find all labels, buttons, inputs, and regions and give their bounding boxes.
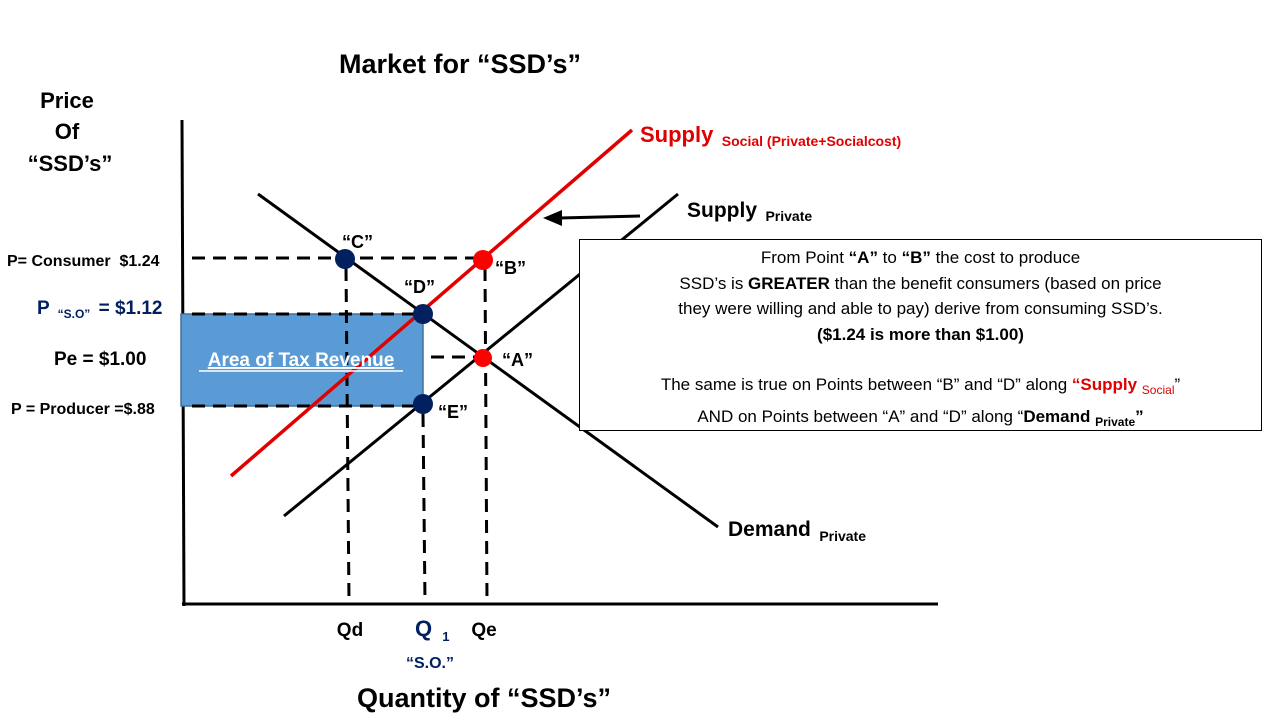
y-axis-label-1: Price [40, 88, 94, 113]
price-consumer-label: P= Consumer $1.24 [7, 253, 160, 270]
supply-social-curve [229, 128, 634, 478]
q1-sub: 1 [442, 629, 449, 644]
price-so-main: P [37, 298, 50, 319]
guide-qe [483, 267, 489, 603]
point-e-label: “E” [438, 402, 468, 422]
point-c-marker [335, 249, 355, 269]
supply-social-sub: Social (Private+Socialcost) [722, 133, 901, 149]
q1-main: Q [415, 616, 432, 641]
arrow-shaft [559, 214, 641, 220]
qd-label: Qd [337, 620, 363, 641]
point-b-label: “B” [495, 258, 526, 278]
point-a-marker [474, 349, 492, 367]
guide-q1 [421, 413, 427, 603]
price-so-sub: “S.O” [58, 307, 91, 321]
tax-revenue-area [180, 313, 424, 407]
supply-private-main: Supply [687, 199, 757, 222]
explanation-box: From Point “A” to “B” the cost to produc… [579, 239, 1262, 431]
demand-sub: Private [819, 528, 866, 544]
note-line-6: AND on Points between “A” and “D” along … [697, 406, 1144, 429]
point-d-marker [413, 304, 433, 324]
note-line-2: SSD’s is GREATER than the benefit consum… [679, 273, 1162, 293]
point-a-label: “A” [502, 350, 533, 370]
price-so-label: P “S.O” = $1.12 [37, 298, 163, 323]
guide-qd [344, 267, 351, 603]
y-axis-label-2: Of [55, 119, 80, 144]
point-b-marker [473, 250, 493, 270]
supply-social-main: Supply [640, 122, 714, 147]
q1-label: Q 1 [415, 616, 449, 644]
supply-social-label: Supply Social (Private+Socialcost) [640, 122, 901, 149]
note-line-5: The same is true on Points between “B” a… [660, 375, 1181, 397]
tax-area-label: Area of Tax Revenue [208, 350, 395, 371]
point-d-label: “D” [404, 277, 435, 297]
note-line-1: From Point “A” to “B” the cost to produc… [760, 248, 1081, 267]
so-quantity-label: “S.O.” [406, 655, 454, 672]
supply-private-label: Supply Private [687, 199, 812, 224]
chart-title: Market for “SSD’s” [339, 49, 581, 79]
price-so-value: = $1.12 [99, 298, 163, 319]
note-line-3: they were willing and able to pay) deriv… [678, 299, 1163, 318]
price-equilibrium-label: Pe = $1.00 [54, 349, 146, 370]
note-line-4: ($1.24 is more than $1.00) [817, 324, 1024, 344]
x-axis-label: Quantity of “SSD’s” [357, 683, 611, 713]
demand-private-label: Demand Private [728, 518, 866, 544]
point-e-marker [413, 394, 433, 414]
qe-label: Qe [471, 620, 496, 641]
arrow-left-icon [543, 210, 562, 226]
y-axis-label-3: “SSD’s” [28, 151, 113, 176]
point-c-label: “C” [342, 232, 373, 252]
supply-private-sub: Private [765, 208, 812, 224]
demand-main: Demand [728, 518, 811, 541]
price-producer-label: P = Producer =$.88 [11, 401, 155, 418]
